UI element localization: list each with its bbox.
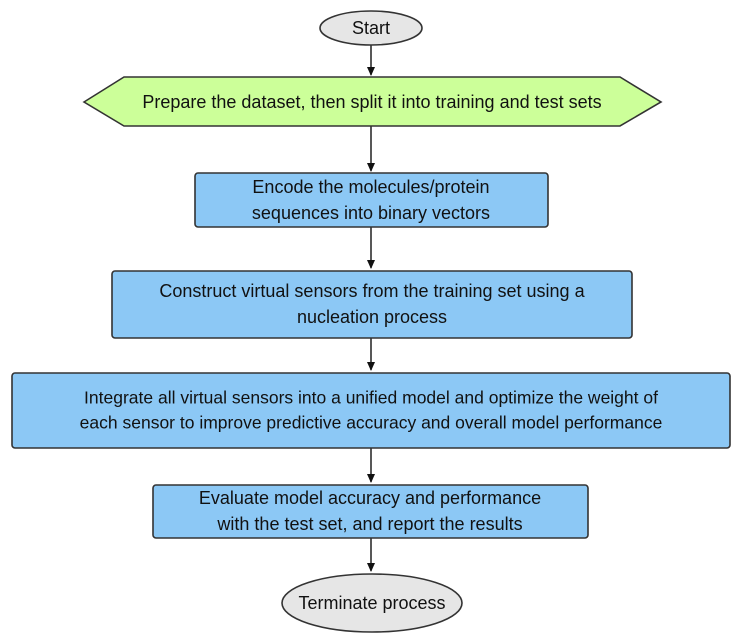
terminate-shape (281, 573, 463, 633)
encode-node: Encode the molecules/protein sequences in… (194, 172, 549, 228)
terminate-label: Terminate process (298, 593, 445, 613)
evaluate-shape (152, 484, 589, 539)
evaluate-label-line-2: with the test set, and report the result… (216, 514, 522, 534)
encode-label: Encode the molecules/protein sequences in… (252, 177, 490, 223)
terminate-label-line-1: Terminate process (298, 593, 445, 613)
terminate-node: Terminate process (281, 573, 463, 633)
construct-label: Construct virtual sensors from the train… (159, 281, 585, 327)
construct-label-line-1: Construct virtual sensors from the train… (159, 281, 585, 301)
start-shape (319, 10, 423, 46)
integrate-label-line-2: each sensor to improve predictive accura… (80, 413, 663, 433)
start-label-line-1: Start (352, 18, 390, 38)
integrate-shape (11, 372, 731, 449)
start-node: Start (319, 10, 423, 46)
prepare-label: Prepare the dataset, then split it into … (142, 92, 601, 112)
integrate-label: Integrate all virtual sensors into a uni… (80, 387, 663, 432)
integrate-node: Integrate all virtual sensors into a uni… (11, 372, 731, 449)
evaluate-label-line-1: Evaluate model accuracy and performance (199, 488, 541, 508)
construct-label-line-2: nucleation process (297, 307, 447, 327)
construct-node: Construct virtual sensors from the train… (111, 270, 633, 339)
prepare-node: Prepare the dataset, then split it into … (82, 76, 663, 127)
encode-shape (194, 172, 549, 228)
integrate-label-line-1: Integrate all virtual sensors into a uni… (84, 387, 658, 407)
encode-label-line-2: sequences into binary vectors (252, 203, 490, 223)
start-label: Start (352, 18, 390, 38)
encode-label-line-1: Encode the molecules/protein (252, 177, 489, 197)
prepare-label-line-1: Prepare the dataset, then split it into … (142, 92, 601, 112)
evaluate-label: Evaluate model accuracy and performance w… (199, 488, 541, 534)
construct-shape (111, 270, 633, 339)
prepare-shape (82, 76, 663, 127)
evaluate-node: Evaluate model accuracy and performance w… (152, 484, 589, 539)
